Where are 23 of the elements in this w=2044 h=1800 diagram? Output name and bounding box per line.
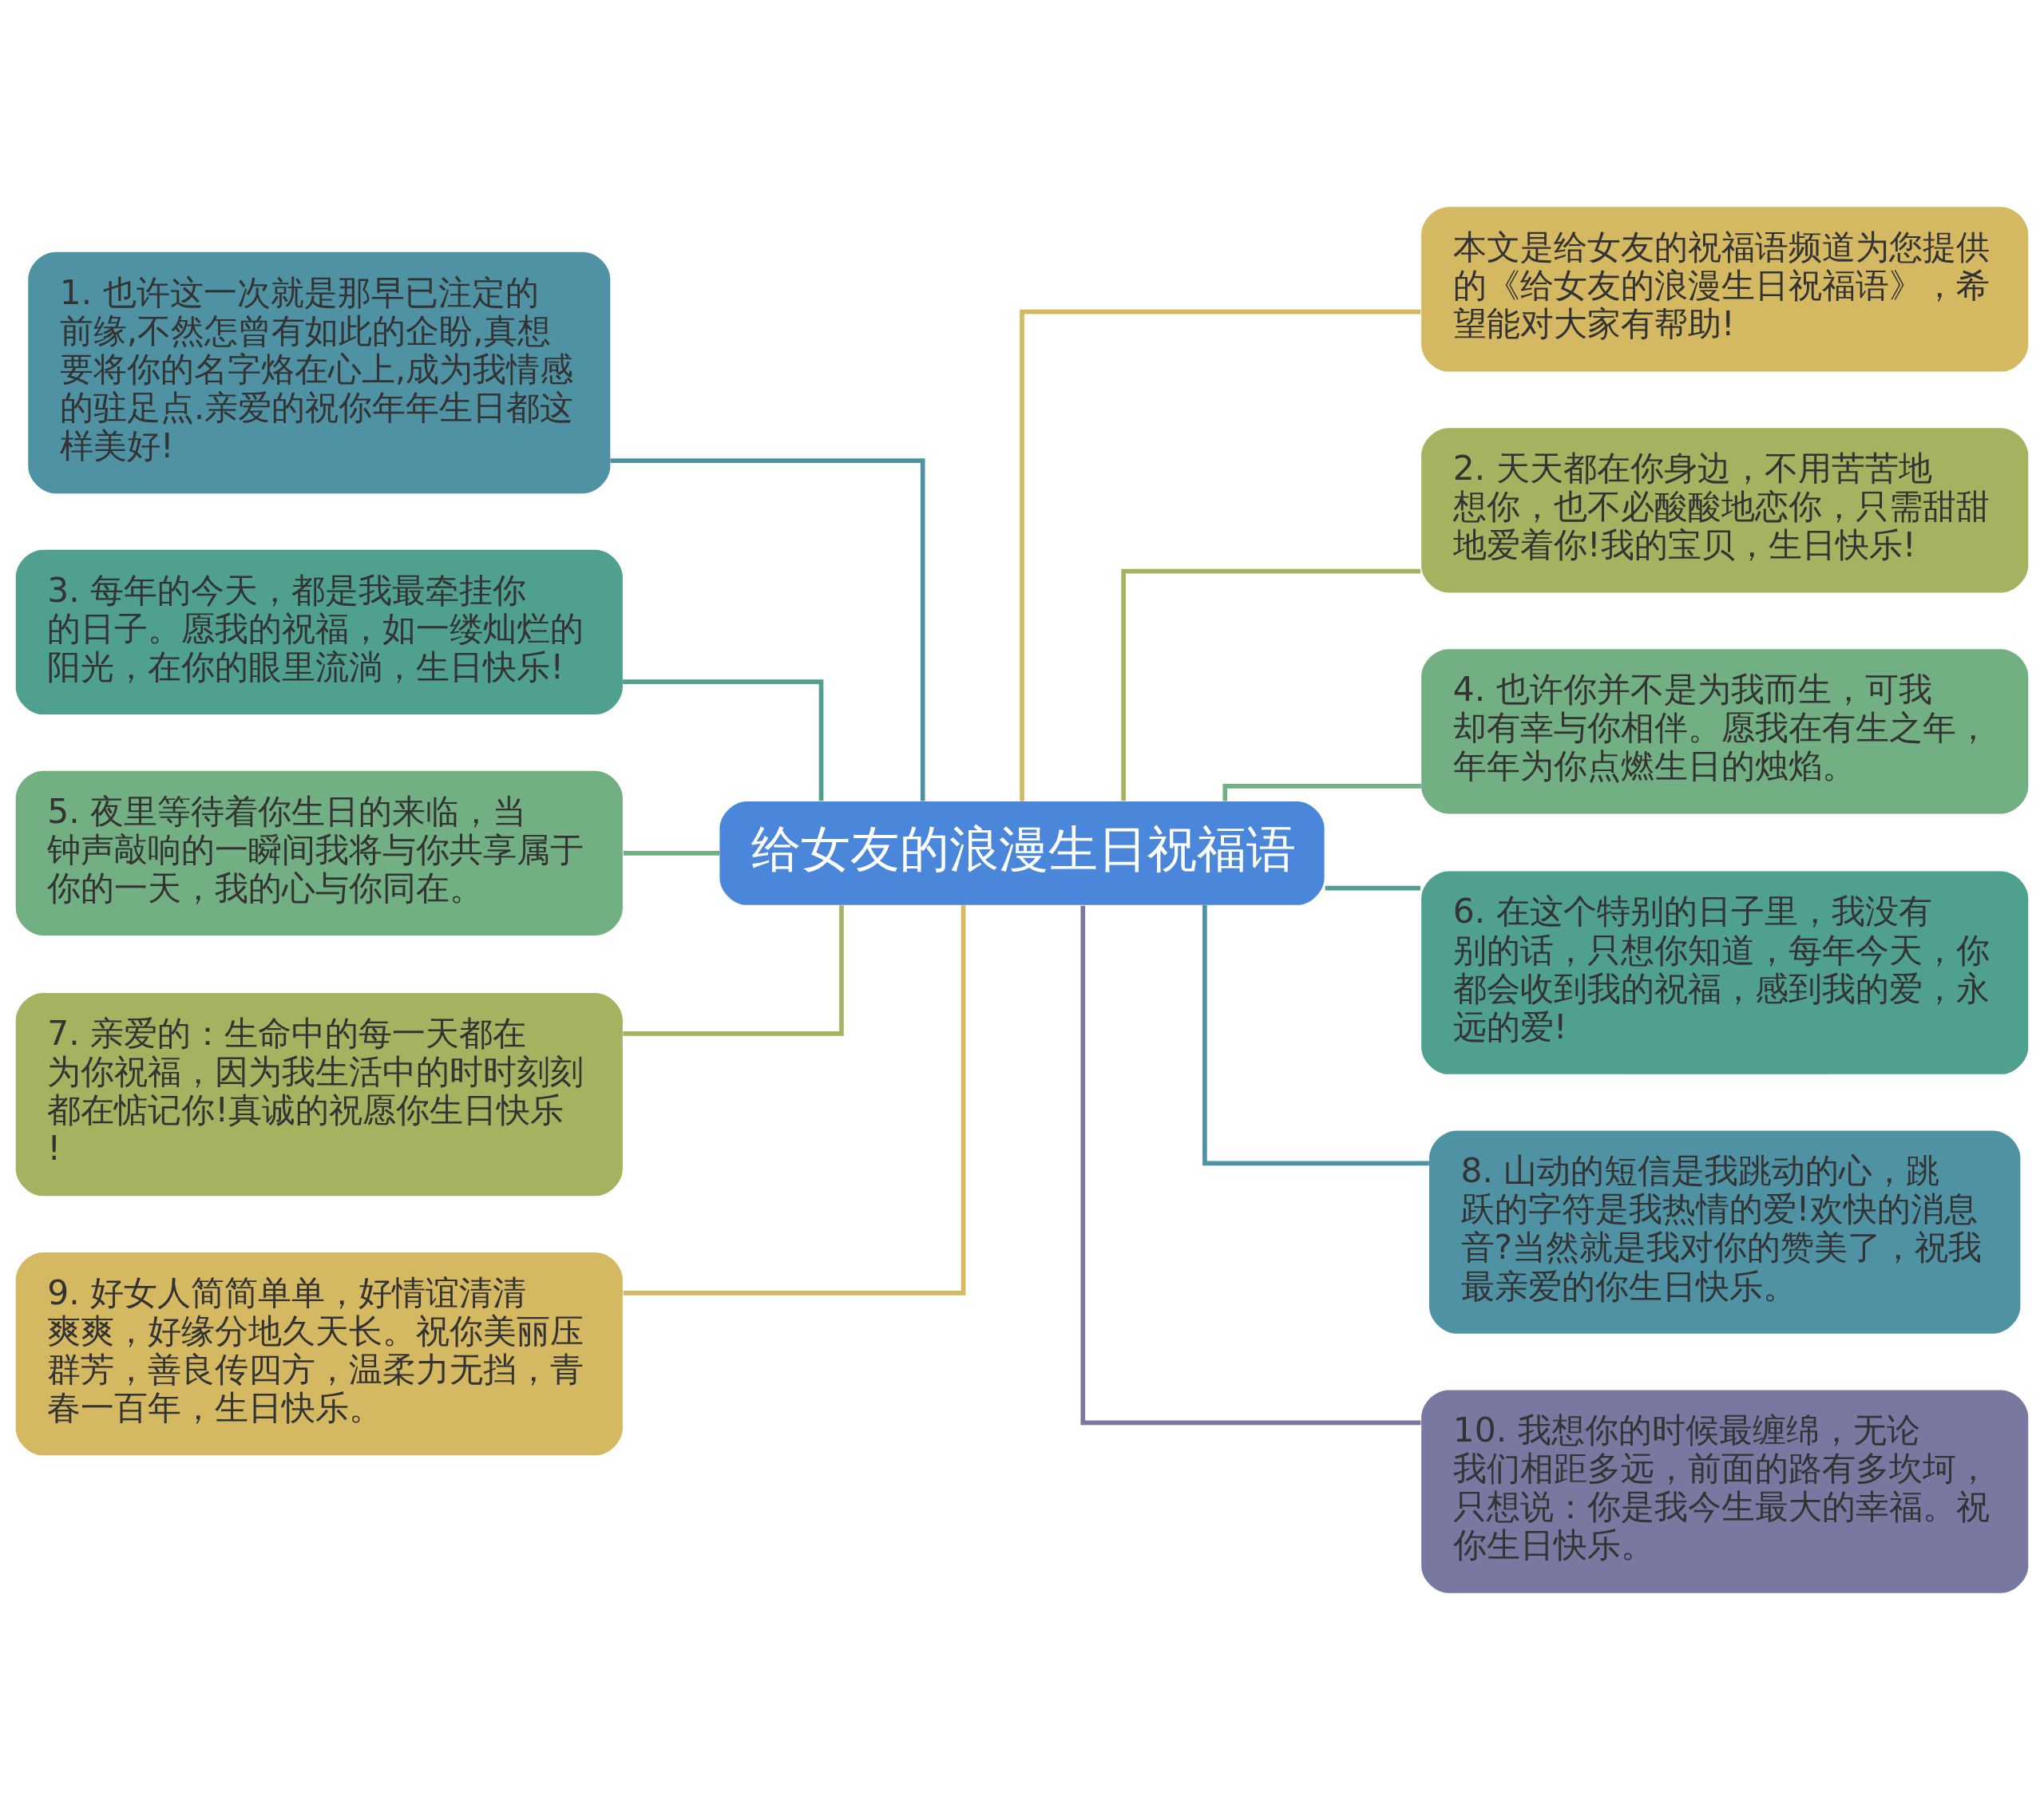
node-box: 本文是给女友的祝福语频道为您提供的《给女友的浪漫生日祝福语》，希望能对大家有帮助! (1421, 207, 2029, 372)
node-box: 6. 在这个特别的日子里，我没有别的话，只想你知道，每年今天，你都会收到我的祝福，感到我的爱，永远的爱! (1421, 871, 2029, 1074)
node-box: 3. 每年的今天，都是我最牵挂你的日子。愿我的祝福，如一缕灿烂的阳光，在你的眼里流淌，生日快乐! (15, 549, 623, 715)
node-box: 9. 好女人简简单单，好情谊清清爽爽，好缘分地久天长。祝你美丽压群芳，善良传四方，温柔力无挡，青春一百年，生日快乐。 (15, 1252, 623, 1456)
connector (1202, 904, 1429, 1166)
node-box: 给女友的浪漫生日祝福语 (719, 801, 1325, 905)
connector (623, 679, 824, 801)
connector (623, 905, 844, 1036)
node-box: 1. 也许这一次就是那早已注定的前缘,不然怎曾有如此的企盼,真想要将你的名字烙在心上,成为我情感的驻足点.亲爱的祝你年年生日都这样美好! (28, 251, 611, 494)
node-box: 5. 夜里等待着你生日的来临，当钟声敲响的一瞬间我将与你共享属于你的一天，我的心与你同在。 (15, 770, 623, 936)
connector (1325, 885, 1420, 891)
node-box: 4. 也许你并不是为我而生，可我却有幸与你相伴。愿我在有生之年，年年为你点燃生日的烛焰。 (1421, 649, 2029, 814)
connector (1121, 568, 1421, 801)
node-box: 7. 亲爱的：生命中的每一天都在为你祝福，因为我生活中的时时刻刻都在惦记你!真诚的祝愿你生日快乐! (15, 993, 623, 1197)
node-box: 2. 天天都在你身边，不用苦苦地想你，也不必酸酸地恋你，只需甜甜地爱着你!我的宝贝，生日快乐! (1421, 428, 2029, 593)
node-box: 10. 我想你的时候最缠绵，无论我们相距多远，前面的路有多坎坷，只想说：你是我今生最大的幸福。祝你生日快乐。 (1421, 1390, 2029, 1593)
connector (1222, 783, 1421, 801)
connector (1020, 309, 1421, 801)
connector (1080, 905, 1421, 1426)
node-box: 8. 山动的短信是我跳动的心，跳跃的字符是我热情的爱!欢快的消息音?当然就是我对你的赞美了，祝我最亲爱的你生日快乐。 (1429, 1130, 2021, 1334)
connector (610, 458, 925, 801)
connector (623, 905, 966, 1296)
connector (623, 851, 720, 856)
